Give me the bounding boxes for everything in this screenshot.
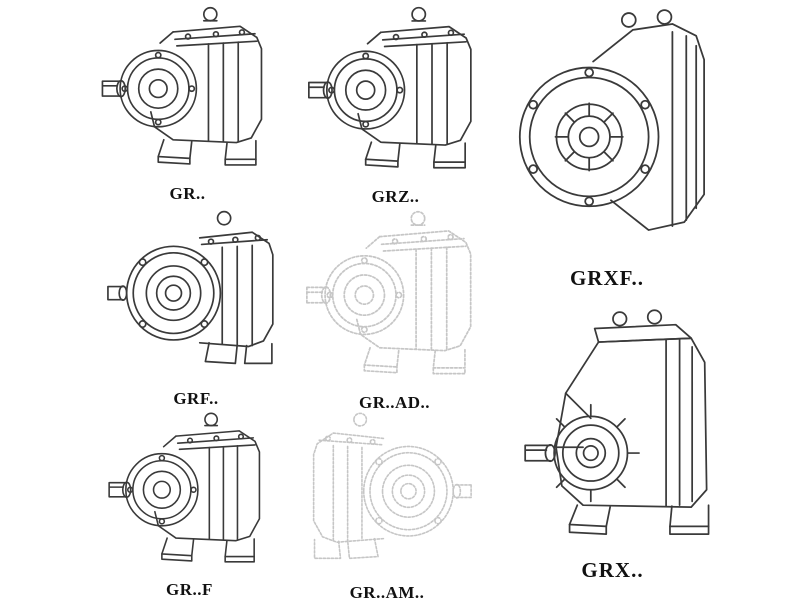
- figure-grx: GRX..: [500, 306, 725, 583]
- flange-gearbox-front-drawing: [498, 4, 716, 252]
- large-foot-gearbox-drawing: [502, 306, 724, 548]
- figure-grf: GRF..: [96, 206, 296, 409]
- figure-label-grf: GRF..: [173, 389, 219, 408]
- figure-gr-am: GR..AM..: [288, 408, 486, 600]
- figure-gr-f: GR..F: [92, 408, 287, 600]
- figure-label-grx: GRX..: [581, 558, 644, 582]
- figure-label-grxf: GRXF..: [569, 266, 645, 290]
- figure-label-gr-am: GR..AM..: [349, 583, 425, 600]
- figure-gr: GR..: [90, 2, 285, 204]
- foot-mounted-gearbox-drawing: [102, 408, 278, 575]
- figure-label-grz: GRZ..: [371, 187, 420, 206]
- figure-label-gr: GR..: [169, 184, 206, 203]
- flange-foot-gearbox-drawing: [102, 206, 290, 384]
- figure-label-gr-f: GR..F: [166, 580, 213, 599]
- foot-mounted-gearbox-drawing: [95, 2, 281, 179]
- motor-adapter-gearbox-ghost-drawing: [297, 408, 477, 578]
- figure-grxf: GRXF..: [496, 4, 718, 291]
- figure-label-gr-ad: GR..AD..: [358, 393, 431, 412]
- foot-mounted-gearbox-drawing: [301, 2, 491, 182]
- figure-gr-ad: GR..AD..: [292, 206, 497, 413]
- foot-mounted-gearbox-ghost-drawing: [299, 206, 491, 388]
- figure-grz: GRZ..: [298, 2, 493, 207]
